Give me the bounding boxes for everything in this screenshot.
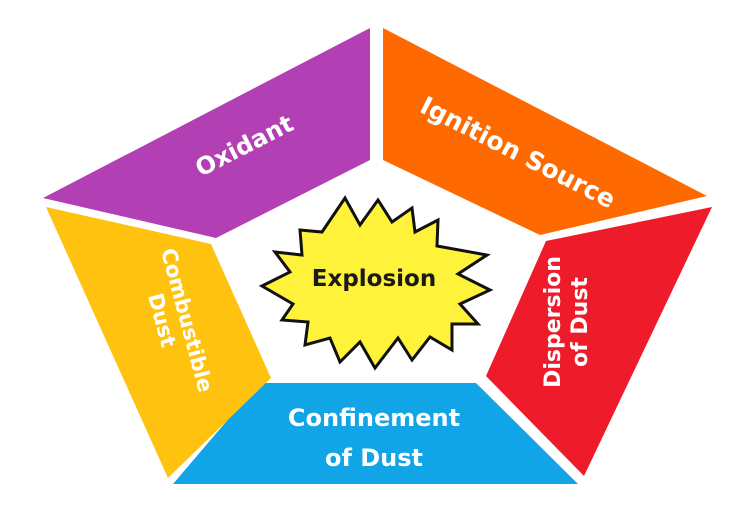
segment-ignition-source [383,28,707,235]
segment-combustible-dust [46,207,271,478]
dispersion-label-line2: of Dust [568,277,593,367]
confinement-label-line2: of Dust [325,444,423,472]
segment-oxidant [43,28,370,238]
segment-confinement-of-dust [173,383,578,484]
segment-dispersion-of-dust [486,207,712,476]
explosion-starburst [258,195,494,371]
dispersion-label-line1: Dispersion [541,256,566,388]
confinement-label-line1: Confinement [288,404,460,432]
explosion-label: Explosion [312,266,436,292]
